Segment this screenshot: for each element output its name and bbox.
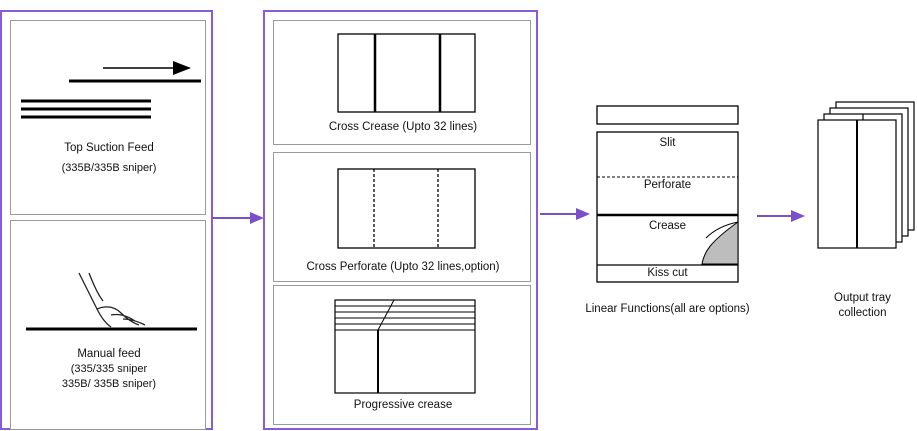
top-suction-feed-panel: Top Suction Feed (335B/335B sniper) — [10, 20, 206, 215]
manual-feed-line3: 335B/ 335B sniper) — [61, 378, 157, 390]
output-tray-line1: Output tray — [834, 292, 891, 304]
slit-label: Slit — [659, 137, 676, 149]
top-suction-feed-icon — [21, 61, 201, 119]
arrow-linear-to-output — [757, 210, 805, 222]
kiss-cut-label: Kiss cut — [647, 267, 688, 279]
linear-functions-diagram — [596, 105, 739, 283]
output-tray-stack — [817, 101, 915, 249]
output-tray-line2: collection — [838, 307, 887, 319]
perforate-label: Perforate — [643, 179, 692, 191]
manual-feed-line1: Manual feed — [77, 348, 141, 360]
cross-perforate-label: Cross Perforate (Upto 32 lines,option) — [306, 261, 500, 273]
linear-functions-caption: Linear Functions(all are options) — [585, 303, 750, 315]
progressive-crease-panel: Progressive crease — [273, 285, 531, 425]
arrow-feed-to-cross — [212, 212, 264, 224]
arrow-cross-to-linear — [540, 208, 590, 220]
manual-feed-panel: Manual feed (335/335 sniper 335B/ 335B s… — [10, 220, 206, 430]
cross-crease-panel: Cross Crease (Upto 32 lines) — [273, 20, 531, 145]
progressive-crease-label: Progressive crease — [353, 399, 453, 411]
progressive-crease-sheet — [334, 299, 476, 394]
top-suction-feed-title: Top Suction Feed — [64, 142, 154, 154]
crease-label: Crease — [648, 220, 687, 232]
top-suction-feed-model: (335B/335B sniper) — [61, 162, 157, 174]
hand-icon — [26, 272, 197, 331]
cross-crease-sheet — [337, 33, 476, 113]
cross-crease-label: Cross Crease (Upto 32 lines) — [328, 121, 478, 133]
cross-perforate-sheet — [337, 168, 476, 249]
cross-perforate-panel: Cross Perforate (Upto 32 lines,option) — [273, 152, 531, 282]
manual-feed-line2: (335/335 sniper — [70, 363, 148, 375]
